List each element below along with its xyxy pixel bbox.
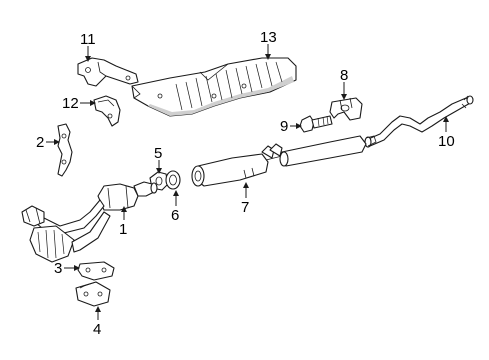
callout-13: 13: [260, 29, 277, 46]
callout-9: 9: [280, 118, 288, 135]
part-10-tail-pipe: [364, 95, 474, 148]
part-6-gasket: [165, 170, 181, 190]
callout-1: 1: [119, 221, 127, 238]
part-2-hanger-strap: [57, 123, 73, 177]
part-1-front-pipe-converter: [21, 181, 158, 263]
part-4-lower-bracket: [75, 281, 111, 307]
part-12-clamp-bracket: [93, 95, 121, 127]
part-3-lower-bracket: [77, 261, 115, 281]
callout-7: 7: [241, 199, 249, 216]
callout-8: 8: [340, 67, 348, 84]
part-9-mounting-bolt: [299, 115, 333, 133]
callout-2: 2: [36, 134, 44, 151]
leader-lines: [46, 44, 449, 320]
callout-4: 4: [93, 321, 101, 338]
part-11-hanger-bracket: [77, 57, 139, 87]
callout-5: 5: [154, 145, 162, 162]
callout-6: 6: [171, 207, 179, 224]
callout-11: 11: [80, 31, 96, 48]
callout-labels: 11 12 2 13 8 9 10 5 6 7 1 3 4: [36, 29, 455, 338]
part-8-rubber-insulator: [329, 97, 363, 121]
callout-3: 3: [54, 260, 62, 277]
part-7-muffler-assembly: [191, 135, 377, 187]
part-13-heat-shield: [131, 57, 297, 117]
callout-10: 10: [438, 133, 455, 150]
callout-12: 12: [62, 95, 79, 112]
